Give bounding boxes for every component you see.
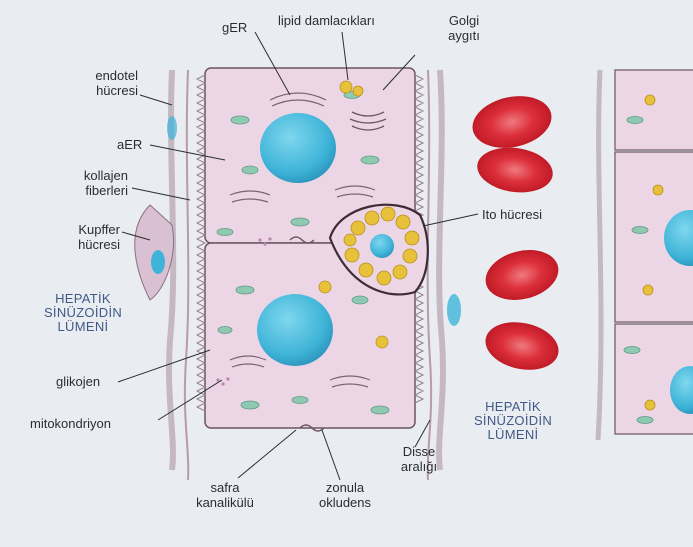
label-lumen-right-line3: LÜMENİ <box>458 428 568 442</box>
label-aer: aER <box>117 137 142 152</box>
label-sinusoid-lumen-left: HEPATİK SİNÜZOİDİN LÜMENİ <box>28 292 138 334</box>
label-zonula-line1: zonula <box>305 480 385 495</box>
label-space-of-disse: Disse aralığı <box>394 444 444 474</box>
label-collagen-fibers: kollajen fiberleri <box>50 168 128 198</box>
label-bile-canaliculus: safra kanalikülü <box>185 480 265 510</box>
hepatocyte-right-upper <box>615 70 693 150</box>
label-ger: gER <box>222 20 247 35</box>
kupffer-nucleus <box>151 250 165 274</box>
label-mitochondrion: mitokondriyon <box>30 416 111 431</box>
label-sinusoid-lumen-right: HEPATİK SİNÜZOİDİN LÜMENİ <box>458 400 568 442</box>
ito-nucleus <box>370 234 394 258</box>
label-glycogen: glikojen <box>56 374 100 389</box>
label-lumen-left-line3: LÜMENİ <box>28 320 138 334</box>
label-lumen-right-line2: SİNÜZOİDİN <box>458 414 568 428</box>
label-endothelial-cell: endotel hücresi <box>68 68 138 98</box>
label-lipid-droplets: lipid damlacıkları <box>278 13 375 28</box>
label-ito-cell: Ito hücresi <box>482 207 542 222</box>
red-blood-cells <box>468 89 564 376</box>
label-zonula-line2: okludens <box>305 495 385 510</box>
label-lumen-left-line1: HEPATİK <box>28 292 138 306</box>
microvilli-left <box>197 75 205 411</box>
label-zonula-occludens: zonula okludens <box>305 480 385 510</box>
label-lumen-left-line2: SİNÜZOİDİN <box>28 306 138 320</box>
label-lumen-right-line1: HEPATİK <box>458 400 568 414</box>
hepatocyte-nucleus-upper <box>260 113 336 183</box>
rbc <box>480 243 563 307</box>
label-golgi-line2: aygıtı <box>436 28 492 43</box>
label-kupffer-line1: Kupffer <box>46 222 120 237</box>
endothelium-right <box>439 70 443 470</box>
label-disse-line2: aralığı <box>394 459 444 474</box>
collagen-left <box>185 70 188 480</box>
hepatocyte-nucleus-lower <box>257 294 333 366</box>
endothelial-nucleus-left <box>167 116 177 140</box>
label-golgi-apparatus: Golgi aygıtı <box>436 13 492 43</box>
label-endotel-line1: endotel <box>68 68 138 83</box>
label-endotel-line2: hücresi <box>68 83 138 98</box>
label-kollajen-line1: kollajen <box>50 168 128 183</box>
collagen-right <box>428 70 431 480</box>
rbc <box>481 316 563 376</box>
rbc <box>474 143 555 197</box>
rbc <box>468 89 557 155</box>
label-kupffer-line2: hücresi <box>46 237 120 252</box>
label-kupffer-cell: Kupffer hücresi <box>46 222 120 252</box>
label-safra-line1: safra <box>185 480 265 495</box>
label-golgi-line1: Golgi <box>436 13 492 28</box>
label-kollajen-line2: fiberleri <box>50 183 128 198</box>
label-safra-line2: kanalikülü <box>185 495 265 510</box>
label-disse-line1: Disse <box>394 444 444 459</box>
endothelium-far-right <box>598 70 601 440</box>
endothelial-nucleus <box>447 294 461 326</box>
